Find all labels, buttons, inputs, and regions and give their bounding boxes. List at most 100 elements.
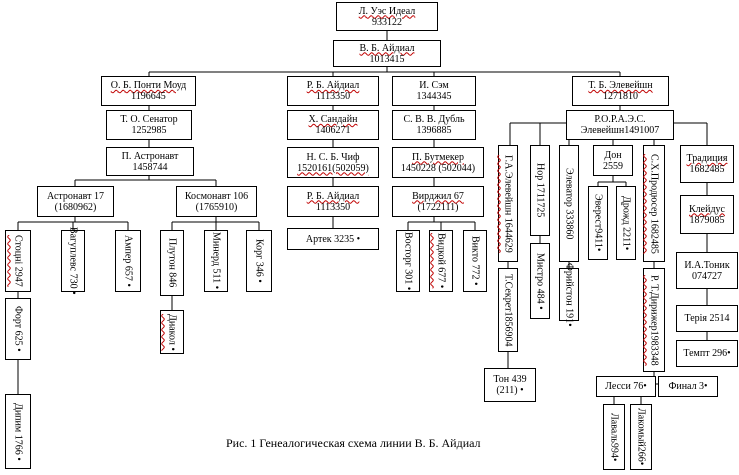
leaf-stotsn-label: Стоцнi 2947 xyxy=(12,235,24,287)
leaf-amper-label: Ампер 657 • xyxy=(122,235,134,287)
drozhd-label: Дрожд 2211• xyxy=(620,195,632,251)
col3-node: Элеватор 333860 xyxy=(559,145,579,262)
leaf-vikto-label: Викто 772 • xyxy=(469,236,481,286)
leaf-diakol: Диакол • xyxy=(160,310,184,354)
cosmonaut106-name: Космонавт 106 xyxy=(184,190,249,202)
leaf-fort: Форт 625 • xyxy=(5,298,31,360)
chif-name: Н. С. Б. Чиф xyxy=(306,151,360,163)
leaf-vikto: Викто 772 • xyxy=(463,230,487,292)
don-node: Дон 2559 xyxy=(593,145,633,176)
leaf-pluton-label: Плутон 846 xyxy=(166,238,178,288)
tradition-number: 1682485 xyxy=(689,164,725,175)
dubl-name: С. В. В. Дубль xyxy=(403,114,465,125)
col3b-node: Фрийстон 191• xyxy=(559,263,579,326)
tonik-node: И.А.Тоник 074727 xyxy=(676,252,738,289)
lessi-label: Лесси 76• xyxy=(605,381,647,392)
don-name: Дон xyxy=(604,149,622,161)
col2-label: Нор 1711725 xyxy=(534,163,546,218)
artek-label: Артек 3235 • xyxy=(305,233,361,245)
col2b-label: Мистро 484 • xyxy=(534,252,546,310)
branch3-head: И. Сэм 1344345 xyxy=(392,76,476,106)
aidial2-number: 1113350 xyxy=(315,201,351,213)
col1b-label: Т.Секрет1856904 xyxy=(502,273,514,347)
leaf-korg: Корг 346 • xyxy=(246,230,272,292)
branch1-head-number: 1196645 xyxy=(131,91,166,102)
root-node: Л. Уэс Идеал 933122 xyxy=(336,2,438,31)
caption-text: Рис. 1 Генеалогическая схема линии В. Б.… xyxy=(226,436,481,450)
col3b-label: Фрийстон 191• xyxy=(563,262,575,327)
ton-number: (211) • xyxy=(496,385,524,396)
ton-node: Тон 439 (211) • xyxy=(484,368,536,402)
astronaut-node: П. Астронавт 1458744 xyxy=(106,147,194,176)
branch2-head: Р. Б. Айдиал 1113350 xyxy=(287,76,379,106)
leaf-fort-label: Форт 625 • xyxy=(12,306,24,352)
virgil-name: Вирджил 67 xyxy=(412,190,464,202)
cosmonaut106-node: Космонавт 106 (1765910) xyxy=(176,186,257,217)
aidial2-name: Р. Б. Айдиал xyxy=(306,190,360,202)
dubl-number: 1396885 xyxy=(416,125,452,136)
chif-node: Н. С. Б. Чиф 1520161(502059) xyxy=(287,147,379,178)
tonik-name: И.А.Тоник xyxy=(684,259,730,271)
branch2-head-number: 1113350 xyxy=(315,91,351,102)
laval-node: Лаваль994• xyxy=(603,404,625,470)
branch4-head: Т. Б. Элевейшн 1271810 xyxy=(572,76,669,106)
col5-node: С.Х.Продюсер 1682485 xyxy=(643,145,665,262)
col1b-node: Т.Секрет1856904 xyxy=(498,268,518,352)
astronaut-number: 1458744 xyxy=(132,161,168,173)
aidial-node: В. Б. Айдиал 1013415 xyxy=(333,40,441,67)
sandain-number: 1406271 xyxy=(315,125,351,136)
col2b-node: Мистро 484 • xyxy=(530,243,550,319)
leaf-stotsn: Стоцнi 2947 xyxy=(5,230,31,292)
leaf-pluton: Плутон 846 xyxy=(160,230,184,296)
leaf-minerd: Минерд 511 • xyxy=(204,230,228,292)
aidial2-node: Р. Б. Айдиал 1113350 xyxy=(287,186,379,217)
butmeker-name: П. Бутмекер xyxy=(412,151,464,163)
rora-number: Элевейшн1491007 xyxy=(580,125,660,136)
rora-name: Р.О.Р.А.Э.С. xyxy=(594,114,646,125)
leaf-vidkoi-label: Видкой 677 • xyxy=(435,233,447,289)
senator-node: Т. О. Сенатор 1252985 xyxy=(106,110,192,140)
aidial-number: 1013415 xyxy=(369,53,405,65)
ton-name: Тон 439 xyxy=(493,374,527,385)
leaf-vidkoi: Видкой 677 • xyxy=(429,230,453,292)
kleidus-number: 1879085 xyxy=(689,214,725,226)
drozhd-node: Дрожд 2211• xyxy=(616,186,636,260)
dubl-node: С. В. В. Дубль 1396885 xyxy=(392,110,476,140)
col5b-node: Р. Т.Дирижер1983348 xyxy=(643,268,665,372)
tempt-label: Темпт 296• xyxy=(683,348,731,359)
sandain-name: Х. Сандайн xyxy=(308,114,358,125)
lakomyi-node: Лакомый266• xyxy=(630,404,652,470)
cosmonaut106-number: (1765910) xyxy=(195,201,238,213)
rora-node: Р.О.Р.А.Э.С. Элевейшн1491007 xyxy=(566,110,674,140)
col1-label: Г.А.Элевейшн 1644629 xyxy=(502,154,514,253)
branch2-head-name: Р. Б. Айдиал xyxy=(306,80,360,91)
leaf-vostorg: Восторг 301 • xyxy=(396,230,420,292)
col2-node: Нор 1711725 xyxy=(530,145,550,236)
col3-label: Элеватор 333860 xyxy=(563,167,575,240)
col5b-label: Р. Т.Дирижер1983348 xyxy=(648,274,660,366)
lessi-node: Лесси 76• xyxy=(596,376,656,397)
lakomyi-label: Лакомый266• xyxy=(635,408,647,466)
branch1-head: О. Б. Понти Моуд 1196645 xyxy=(101,76,196,106)
tradition-node: Традиция 1682485 xyxy=(680,145,734,183)
butmeker-number: 1450228 (502044) xyxy=(400,162,476,174)
don-number: 2559 xyxy=(603,160,623,172)
figure-caption: Рис. 1 Генеалогическая схема линии В. Б.… xyxy=(226,436,481,451)
leaf-vostorg-label: Восторг 301 • xyxy=(402,231,414,291)
kleidus-name: Клейдус xyxy=(689,203,725,215)
leaf-vaguplevs-label: Вагуплевс 730 • xyxy=(67,227,79,295)
senator-number: 1252985 xyxy=(131,125,167,136)
chif-number: 1520161(502059) xyxy=(297,162,369,174)
col1-node: Г.А.Элевейшн 1644629 xyxy=(498,145,518,262)
leaf-dipim-label: Дипим 1766 • xyxy=(12,402,24,461)
artek-node: Артек 3235 • xyxy=(287,228,379,250)
tonik-number: 074727 xyxy=(692,270,722,282)
butmeker-node: П. Бутмекер 1450228 (502044) xyxy=(392,147,484,178)
tradition-name: Традиция xyxy=(686,153,728,164)
root-number: 933122 xyxy=(372,16,402,28)
senator-name: Т. О. Сенатор xyxy=(120,114,178,125)
kleidus-node: Клейдус 1879085 xyxy=(680,195,734,234)
laval-label: Лаваль994• xyxy=(608,412,620,462)
branch3-head-number: 1344345 xyxy=(416,91,452,102)
virgil-number: (1722111) xyxy=(417,201,459,213)
